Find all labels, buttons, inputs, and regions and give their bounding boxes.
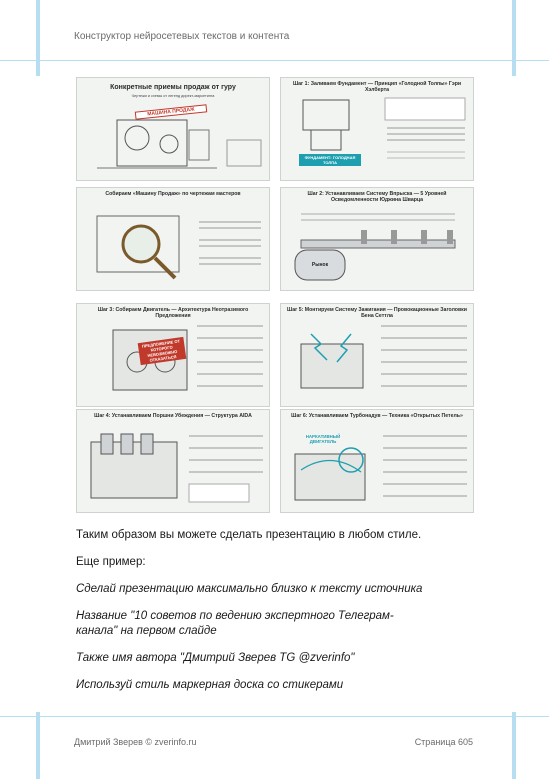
slide-title: Шаг 2: Устанавливаем Систему Впрыска — 5… <box>307 191 447 203</box>
slide-thumbnail-6: Шаг 5: Монтируем Систему Зажигания — Про… <box>280 303 474 407</box>
slide-thumbnail-8: Шаг 6: Устанавливаем Турбонадув — Техник… <box>280 409 474 513</box>
ignition-sketch <box>300 325 467 389</box>
magnifier-sketch <box>96 215 261 280</box>
pistons-sketch <box>90 433 263 503</box>
slide-title: Собираем «Машину Продаж» по чертежам мас… <box>105 191 241 197</box>
slide-thumbnail-1: Конкретные приемы продаж от гуру Чертежи… <box>76 77 270 181</box>
pipeline-sketch <box>294 213 456 281</box>
page-header-title: Конструктор нейросетевых текстов и конте… <box>74 31 290 42</box>
header-rule <box>0 60 549 61</box>
footer-author: Дмитрий Зверев © zverinfo.ru <box>74 737 197 747</box>
slide-thumbnail-3: Собираем «Машину Продаж» по чертежам мас… <box>76 187 270 291</box>
slide-title: Конкретные приемы продаж от гуру <box>110 84 236 91</box>
slide-subtitle: Чертежи и схемы от легенд директ-маркети… <box>131 94 215 98</box>
prompt-line-3: Также имя автора "Дмитрий Зверев TG @zve… <box>76 652 355 664</box>
prompt-line-2b: канала" на первом слайде <box>76 625 217 637</box>
slide-thumbnail-4: Шаг 2: Устанавливаем Систему Впрыска — 5… <box>280 187 474 291</box>
accent-bar-left-bottom <box>36 712 40 779</box>
body-text-line-2: Еще пример: <box>76 556 146 568</box>
turbo-sketch <box>294 435 467 501</box>
accent-bar-right-bottom <box>512 712 516 779</box>
slide-sticker: ФУНДАМЕНТ: ГОЛОДНАЯ ТОЛПА <box>299 154 361 166</box>
foundation-sketch <box>302 97 466 159</box>
slide-sticker: Рынок <box>311 262 329 268</box>
footer-page-number: Страница 605 <box>414 737 473 747</box>
accent-bar-right-top <box>512 0 516 76</box>
prompt-line-4: Используй стиль маркерная доска со стике… <box>76 679 344 691</box>
machine-sketch <box>97 119 262 169</box>
accent-bar-left-top <box>36 0 40 76</box>
body-text-line-1: Таким образом вы можете сделать презента… <box>76 529 422 541</box>
footer-rule <box>0 716 549 717</box>
slides-grid: Конкретные приемы продаж от гуру Чертежи… <box>76 77 474 513</box>
slide-thumbnail-2: Шаг 1: Заливаем Фундамент — Принцип «Гол… <box>280 77 474 181</box>
prompt-line-1: Сделай презентацию максимально близко к … <box>76 583 423 595</box>
prompt-line-2a: Название "10 советов по ведению экспертн… <box>76 610 394 622</box>
slide-title: Шаг 1: Заливаем Фундамент — Принцип «Гол… <box>292 81 462 93</box>
slide-title: Шаг 3: Собираем Двигатель — Архитектура … <box>97 307 249 319</box>
slide-sticker: НАРКАТИВНЫЙ ДВИГАТЕЛЬ <box>305 434 341 444</box>
slide-title: Шаг 4: Устанавливаем Поршни Убеждения — … <box>94 413 252 419</box>
slide-thumbnail-5: Шаг 3: Собираем Двигатель — Архитектура … <box>76 303 270 407</box>
slide-title: Шаг 5: Монтируем Систему Зажигания — Про… <box>287 307 467 319</box>
slide-title: Шаг 6: Устанавливаем Турбонадув — Техник… <box>291 413 463 419</box>
slide-thumbnail-7: Шаг 4: Устанавливаем Поршни Убеждения — … <box>76 409 270 513</box>
